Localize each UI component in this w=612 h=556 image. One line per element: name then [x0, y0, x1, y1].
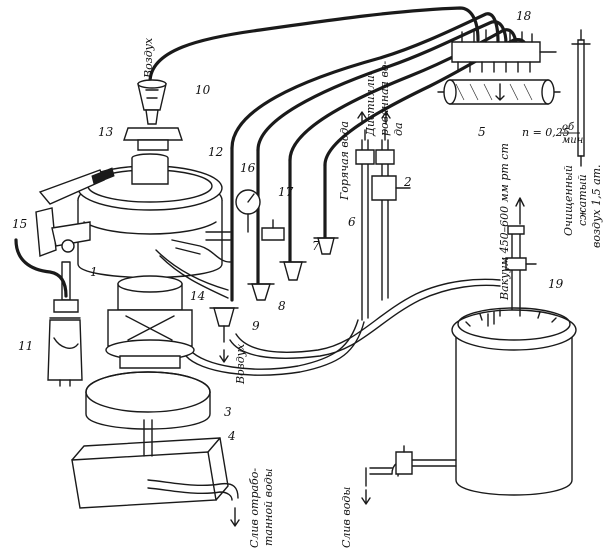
air-top-label: Воздух: [142, 37, 155, 79]
label-16: 16: [240, 161, 256, 175]
label-8: 8: [278, 299, 286, 313]
part-numbers: 10 13 12 16 17 15 1 14 11 6 7 8 9 2 3 4 …: [12, 9, 564, 443]
label-11: 11: [18, 339, 33, 353]
compressed-air-tube: [571, 29, 591, 167]
air-valve-10: [137, 79, 167, 125]
filter-11: [14, 238, 83, 387]
label-12: 12: [208, 145, 223, 159]
valve-8: [247, 283, 275, 301]
air-bottom-label: Воздух: [234, 343, 247, 385]
label-9: 9: [252, 319, 260, 333]
vacuum-valve: [505, 225, 537, 311]
waste-water-label-1: Слив отрабо-: [248, 468, 261, 548]
drain-water-label: Слив воды: [340, 487, 353, 548]
tray-3: [85, 371, 211, 430]
label-4: 4: [227, 429, 236, 443]
flange-13: [123, 127, 183, 151]
speed-unit-bottom: мин: [562, 135, 583, 146]
label-18: 18: [516, 9, 532, 23]
label-13: 13: [98, 125, 114, 139]
label-14: 14: [190, 289, 205, 303]
compressed-air-label-3: воздух 1,5 ат.: [590, 164, 603, 248]
compressed-air-label-2: сжатый: [576, 174, 589, 226]
manifold-18: [451, 29, 557, 73]
vessel-side-pipes: [155, 231, 231, 299]
vacuum-label: Вакуум 450–600 мм рт ст: [498, 143, 511, 301]
drain-tap: [365, 445, 457, 487]
manifold-tubes: [148, 6, 528, 302]
label-19: 19: [548, 277, 564, 291]
label-15: 15: [12, 217, 27, 231]
distilled-water-label-2: рованная во-: [378, 61, 391, 136]
label-5: 5: [478, 125, 486, 139]
water-inlets-2: [355, 129, 411, 321]
basin-4: [71, 419, 239, 509]
label-2: 2: [403, 175, 412, 189]
label-3: 3: [224, 405, 232, 419]
pump-column: [105, 275, 195, 369]
speed-unit-top: об: [562, 122, 575, 133]
main-vessel-1: [77, 153, 223, 279]
label-1: 1: [90, 265, 98, 279]
label-6: 6: [348, 215, 356, 229]
speed-label: n = 0,25: [522, 126, 570, 139]
waste-water-label-2: танной воды: [262, 468, 275, 546]
pressure-gauge-16: [235, 189, 261, 233]
valve-7: [279, 261, 307, 281]
valve-17: [261, 219, 285, 241]
label-17: 17: [278, 185, 294, 199]
compressed-air-label-1: Очищенный: [562, 165, 575, 236]
label-10: 10: [195, 83, 211, 97]
text-labels: Воздух Воздух Горячая вода Дистилли- ров…: [142, 37, 603, 548]
distilled-water-label-3: да: [392, 122, 405, 136]
flow-arrows: [219, 111, 525, 527]
label-7: 7: [312, 239, 320, 253]
distilled-water-label-1: Дистилли-: [364, 71, 377, 137]
receiver-19: [451, 307, 577, 496]
valve-9: [209, 307, 239, 343]
clamp-handle: [35, 167, 115, 257]
valve-6: [313, 237, 339, 255]
collector-pipe: [185, 278, 501, 376]
hot-water-label: Горячая вода: [338, 121, 351, 201]
rotating-drum-5: [437, 79, 561, 105]
